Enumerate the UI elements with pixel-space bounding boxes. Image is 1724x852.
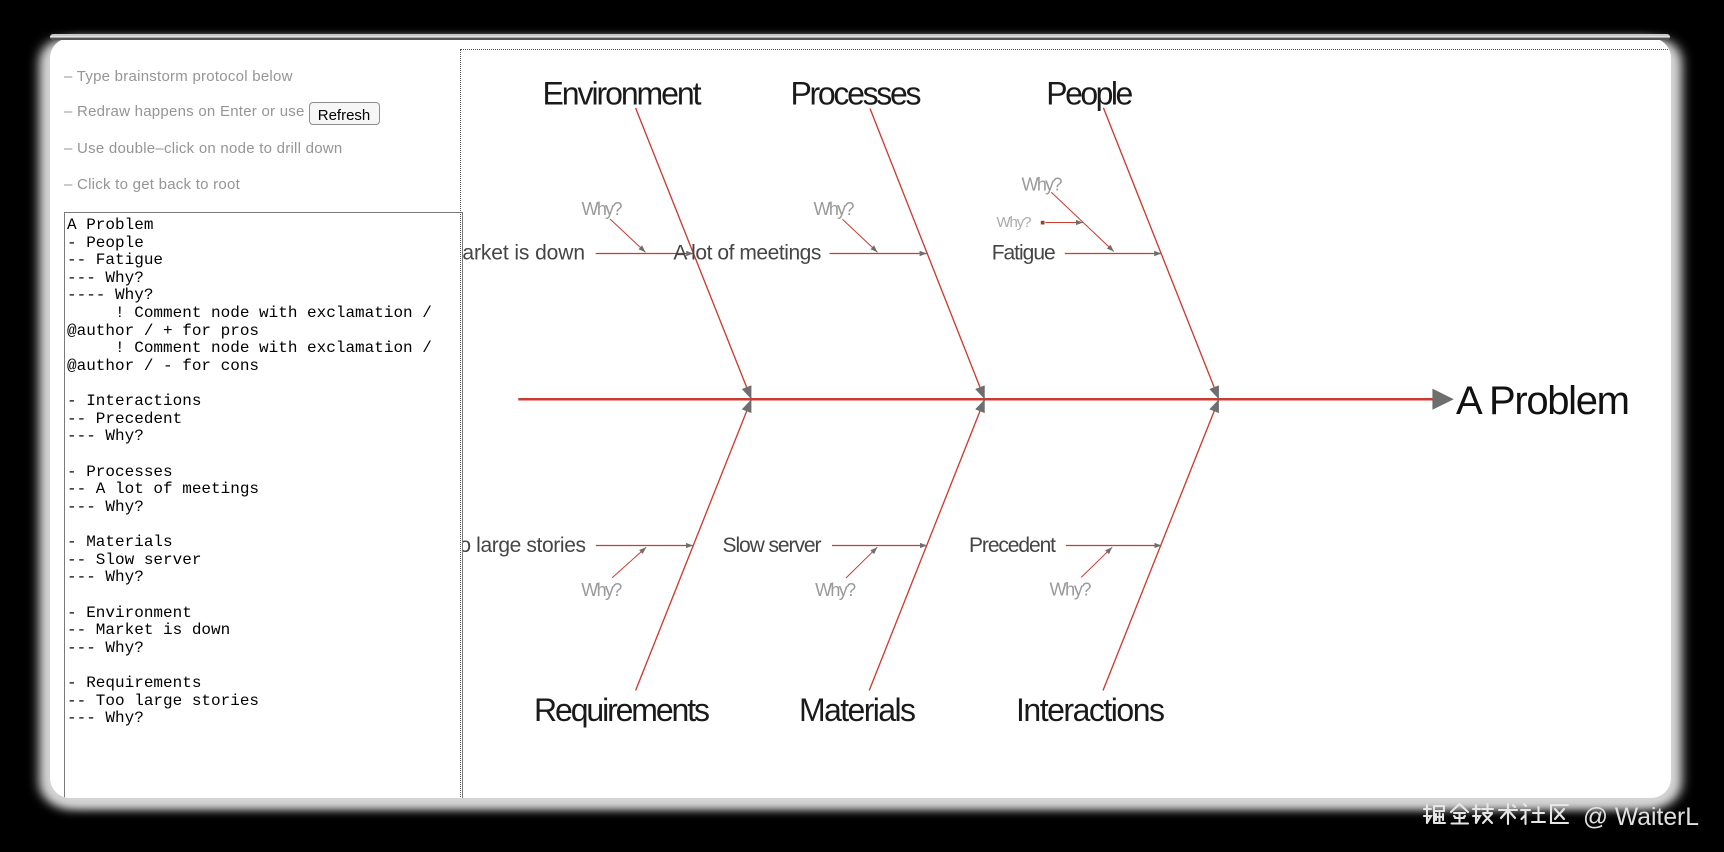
svg-text:Why?: Why? — [581, 580, 622, 600]
svg-text:Why?: Why? — [1022, 175, 1063, 195]
svg-text:Environment: Environment — [543, 76, 702, 112]
svg-text:Fatigue: Fatigue — [992, 242, 1056, 265]
svg-text:Why?: Why? — [997, 214, 1032, 231]
svg-text:Why?: Why? — [814, 199, 855, 219]
svg-text:Materials: Materials — [799, 692, 916, 728]
svg-text:Why?: Why? — [815, 580, 856, 600]
svg-text:Slow server: Slow server — [723, 534, 822, 557]
svg-text:Why?: Why? — [582, 199, 623, 219]
svg-text:Interactions: Interactions — [1016, 692, 1165, 728]
svg-text:Too large stories: Too large stories — [438, 534, 586, 557]
svg-text:A lot of meetings: A lot of meetings — [673, 242, 821, 265]
svg-text:A Problem: A Problem — [1456, 379, 1630, 423]
svg-text:Precedent: Precedent — [969, 534, 1056, 557]
svg-text:Market is down: Market is down — [445, 242, 585, 265]
svg-text:Requirements: Requirements — [534, 692, 710, 728]
svg-text:People: People — [1046, 76, 1133, 112]
svg-text:Why?: Why? — [1050, 580, 1092, 600]
svg-text:Processes: Processes — [791, 76, 922, 112]
svg-text:@ WaiterL: @ WaiterL — [1583, 803, 1699, 831]
